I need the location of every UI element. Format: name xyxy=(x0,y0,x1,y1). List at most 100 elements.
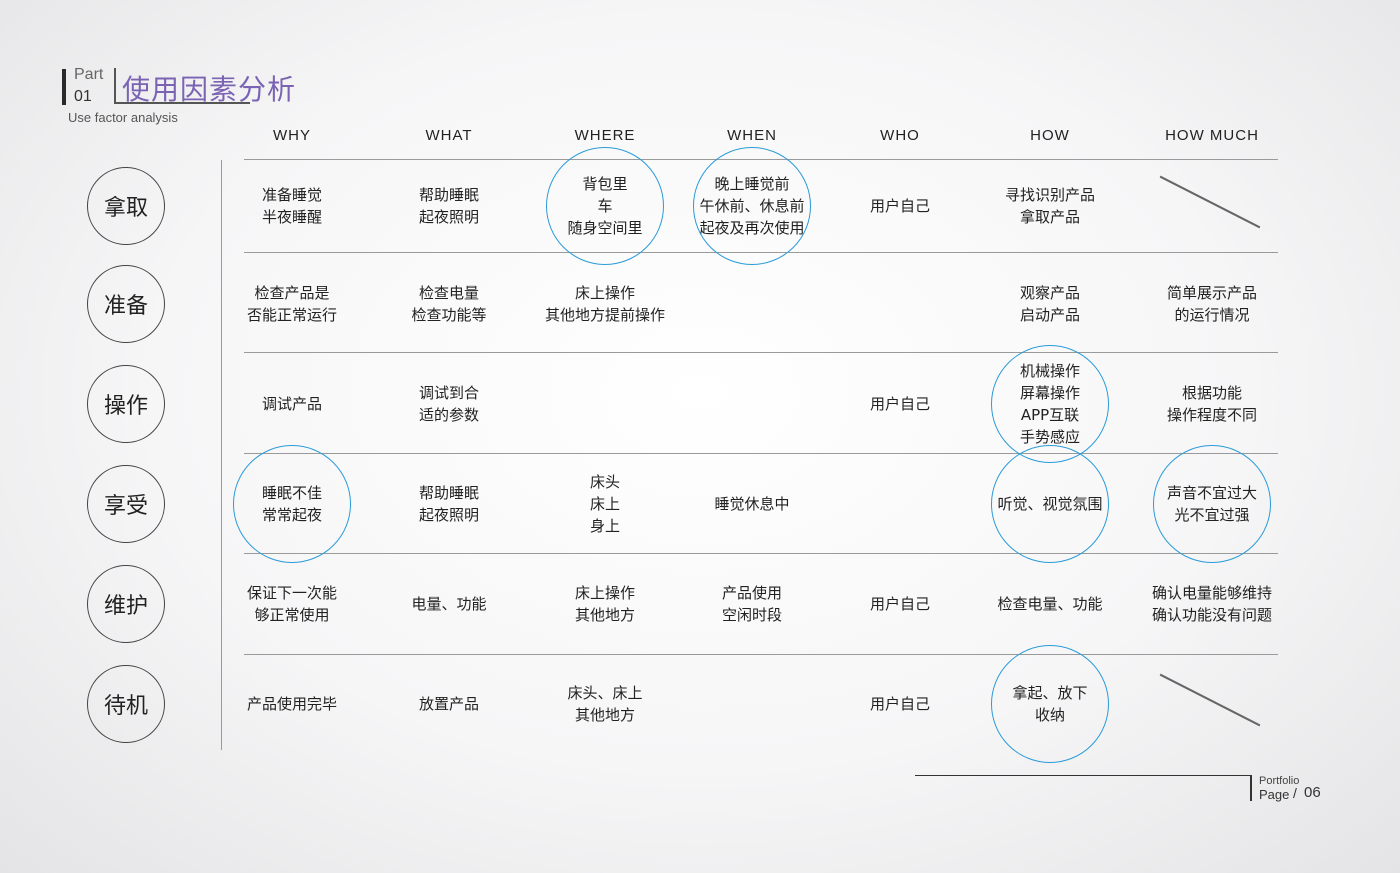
footer-page-separator: / xyxy=(1293,785,1297,801)
cell-text: 观察产品启动产品 xyxy=(1020,282,1080,326)
cell-text: 用户自己 xyxy=(870,393,930,415)
column-header-what: WHAT xyxy=(425,127,473,144)
row-label-2: 操作 xyxy=(87,365,165,443)
cell-line: 检查功能等 xyxy=(411,306,487,324)
cell-line: 根据功能 xyxy=(1181,384,1242,402)
cell-line: 睡觉休息中 xyxy=(714,495,790,513)
highlight-circle xyxy=(991,445,1109,563)
footer-page-label: Page xyxy=(1259,787,1290,802)
cell-text: 根据功能操作程度不同 xyxy=(1167,382,1257,426)
cell-text: 检查产品是否能正常运行 xyxy=(247,282,337,326)
cell-line: 其他地方 xyxy=(574,706,635,724)
cell-line: 适的参数 xyxy=(418,406,479,424)
part-label: Part xyxy=(74,66,104,83)
cell-line: 检查电量 xyxy=(418,284,479,302)
cell-line: 观察产品 xyxy=(1019,284,1080,302)
cell-line: 电量、功能 xyxy=(411,595,487,613)
highlight-circle xyxy=(991,645,1109,763)
column-header-when: WHEN xyxy=(727,127,777,144)
cell-text: 床上操作其他地方 xyxy=(575,582,635,626)
footer-rule xyxy=(915,775,1251,776)
page-subtitle: Use factor analysis xyxy=(68,110,178,125)
column-header-who: WHO xyxy=(880,127,920,144)
cell-text: 确认电量能够维持确认功能没有问题 xyxy=(1152,582,1272,626)
cell-text: 产品使用完毕 xyxy=(247,693,337,715)
cell-text: 保证下一次能够正常使用 xyxy=(247,582,337,626)
cell-line: 拿取产品 xyxy=(1019,208,1080,226)
cell-line: 床头、床上 xyxy=(567,684,643,702)
cell-line: 身上 xyxy=(589,517,620,535)
cell-line: 其他地方 xyxy=(574,606,635,624)
cell-line: 确认电量能够维持 xyxy=(1151,584,1272,602)
row-divider xyxy=(244,553,1278,554)
row-label-4: 维护 xyxy=(87,565,165,643)
cell-line: 的运行情况 xyxy=(1174,306,1250,324)
cell-line: 调试到合 xyxy=(418,384,479,402)
row-label-0: 拿取 xyxy=(87,167,165,245)
cell-text: 寻找识别产品拿取产品 xyxy=(1005,184,1095,228)
cell-line: 寻找识别产品 xyxy=(1004,186,1095,204)
cell-line: 放置产品 xyxy=(418,695,479,713)
cell-line: 床上操作 xyxy=(574,284,635,302)
cell-text: 准备睡觉半夜睡醒 xyxy=(262,184,322,228)
footer-portfolio-label: Portfolio xyxy=(1259,775,1300,787)
cell-line: 够正常使用 xyxy=(254,606,330,624)
cell-line: 否能正常运行 xyxy=(246,306,337,324)
cell-text: 用户自己 xyxy=(870,693,930,715)
title-bracket-vertical xyxy=(114,68,116,104)
cell-text: 帮助睡眠起夜照明 xyxy=(419,482,479,526)
cell-text: 放置产品 xyxy=(419,693,479,715)
cell-line: 床头 xyxy=(589,473,620,491)
cell-line: 半夜睡醒 xyxy=(261,208,322,226)
cell-line: 准备睡觉 xyxy=(261,186,322,204)
row-divider xyxy=(244,654,1278,655)
cell-line: 启动产品 xyxy=(1019,306,1080,324)
footer-page-number: 06 xyxy=(1304,784,1321,801)
cell-text: 产品使用空闲时段 xyxy=(722,582,782,626)
cell-line: 调试产品 xyxy=(261,395,322,413)
cell-text: 调试产品 xyxy=(262,393,322,415)
title-bracket-underline xyxy=(114,102,250,104)
column-header-how-much: HOW MUCH xyxy=(1165,127,1259,144)
cell-line: 操作程度不同 xyxy=(1166,406,1257,424)
column-header-how: HOW xyxy=(1030,127,1070,144)
cell-line: 帮助睡眠 xyxy=(418,186,479,204)
footer-divider xyxy=(1250,775,1252,801)
cell-text: 检查电量、功能 xyxy=(997,593,1102,615)
cell-text: 用户自己 xyxy=(870,195,930,217)
cell-line: 用户自己 xyxy=(869,395,930,413)
cell-line: 确认功能没有问题 xyxy=(1151,606,1272,624)
row-label-1: 准备 xyxy=(87,265,165,343)
cell-line: 检查电量、功能 xyxy=(997,595,1103,613)
cell-line: 床上操作 xyxy=(574,584,635,602)
column-header-where: WHERE xyxy=(574,127,636,144)
highlight-circle xyxy=(693,147,811,265)
cell-line: 产品使用 xyxy=(721,584,782,602)
part-accent-bar xyxy=(62,69,66,105)
highlight-circle xyxy=(546,147,664,265)
row-divider xyxy=(244,453,1278,454)
cell-text: 床头床上身上 xyxy=(590,471,620,537)
cell-line: 起夜照明 xyxy=(418,506,479,524)
cell-line: 起夜照明 xyxy=(418,208,479,226)
column-header-why: WHY xyxy=(273,127,311,144)
not-applicable-slash xyxy=(1159,673,1261,727)
cell-text: 电量、功能 xyxy=(411,593,486,615)
cell-line: 用户自己 xyxy=(869,197,930,215)
left-axis-line xyxy=(221,160,222,750)
highlight-circle xyxy=(233,445,351,563)
page-title: 使用因素分析 xyxy=(122,73,297,106)
cell-text: 用户自己 xyxy=(870,593,930,615)
cell-text: 睡觉休息中 xyxy=(714,493,789,515)
part-number: 01 xyxy=(74,88,92,105)
row-label-3: 享受 xyxy=(87,465,165,543)
cell-line: 其他地方提前操作 xyxy=(544,306,665,324)
cell-line: 保证下一次能 xyxy=(246,584,337,602)
row-divider xyxy=(244,352,1278,353)
cell-line: 空闲时段 xyxy=(721,606,782,624)
cell-line: 用户自己 xyxy=(869,695,930,713)
cell-text: 帮助睡眠起夜照明 xyxy=(419,184,479,228)
cell-line: 简单展示产品 xyxy=(1166,284,1257,302)
cell-text: 简单展示产品的运行情况 xyxy=(1167,282,1257,326)
cell-line: 用户自己 xyxy=(869,595,930,613)
